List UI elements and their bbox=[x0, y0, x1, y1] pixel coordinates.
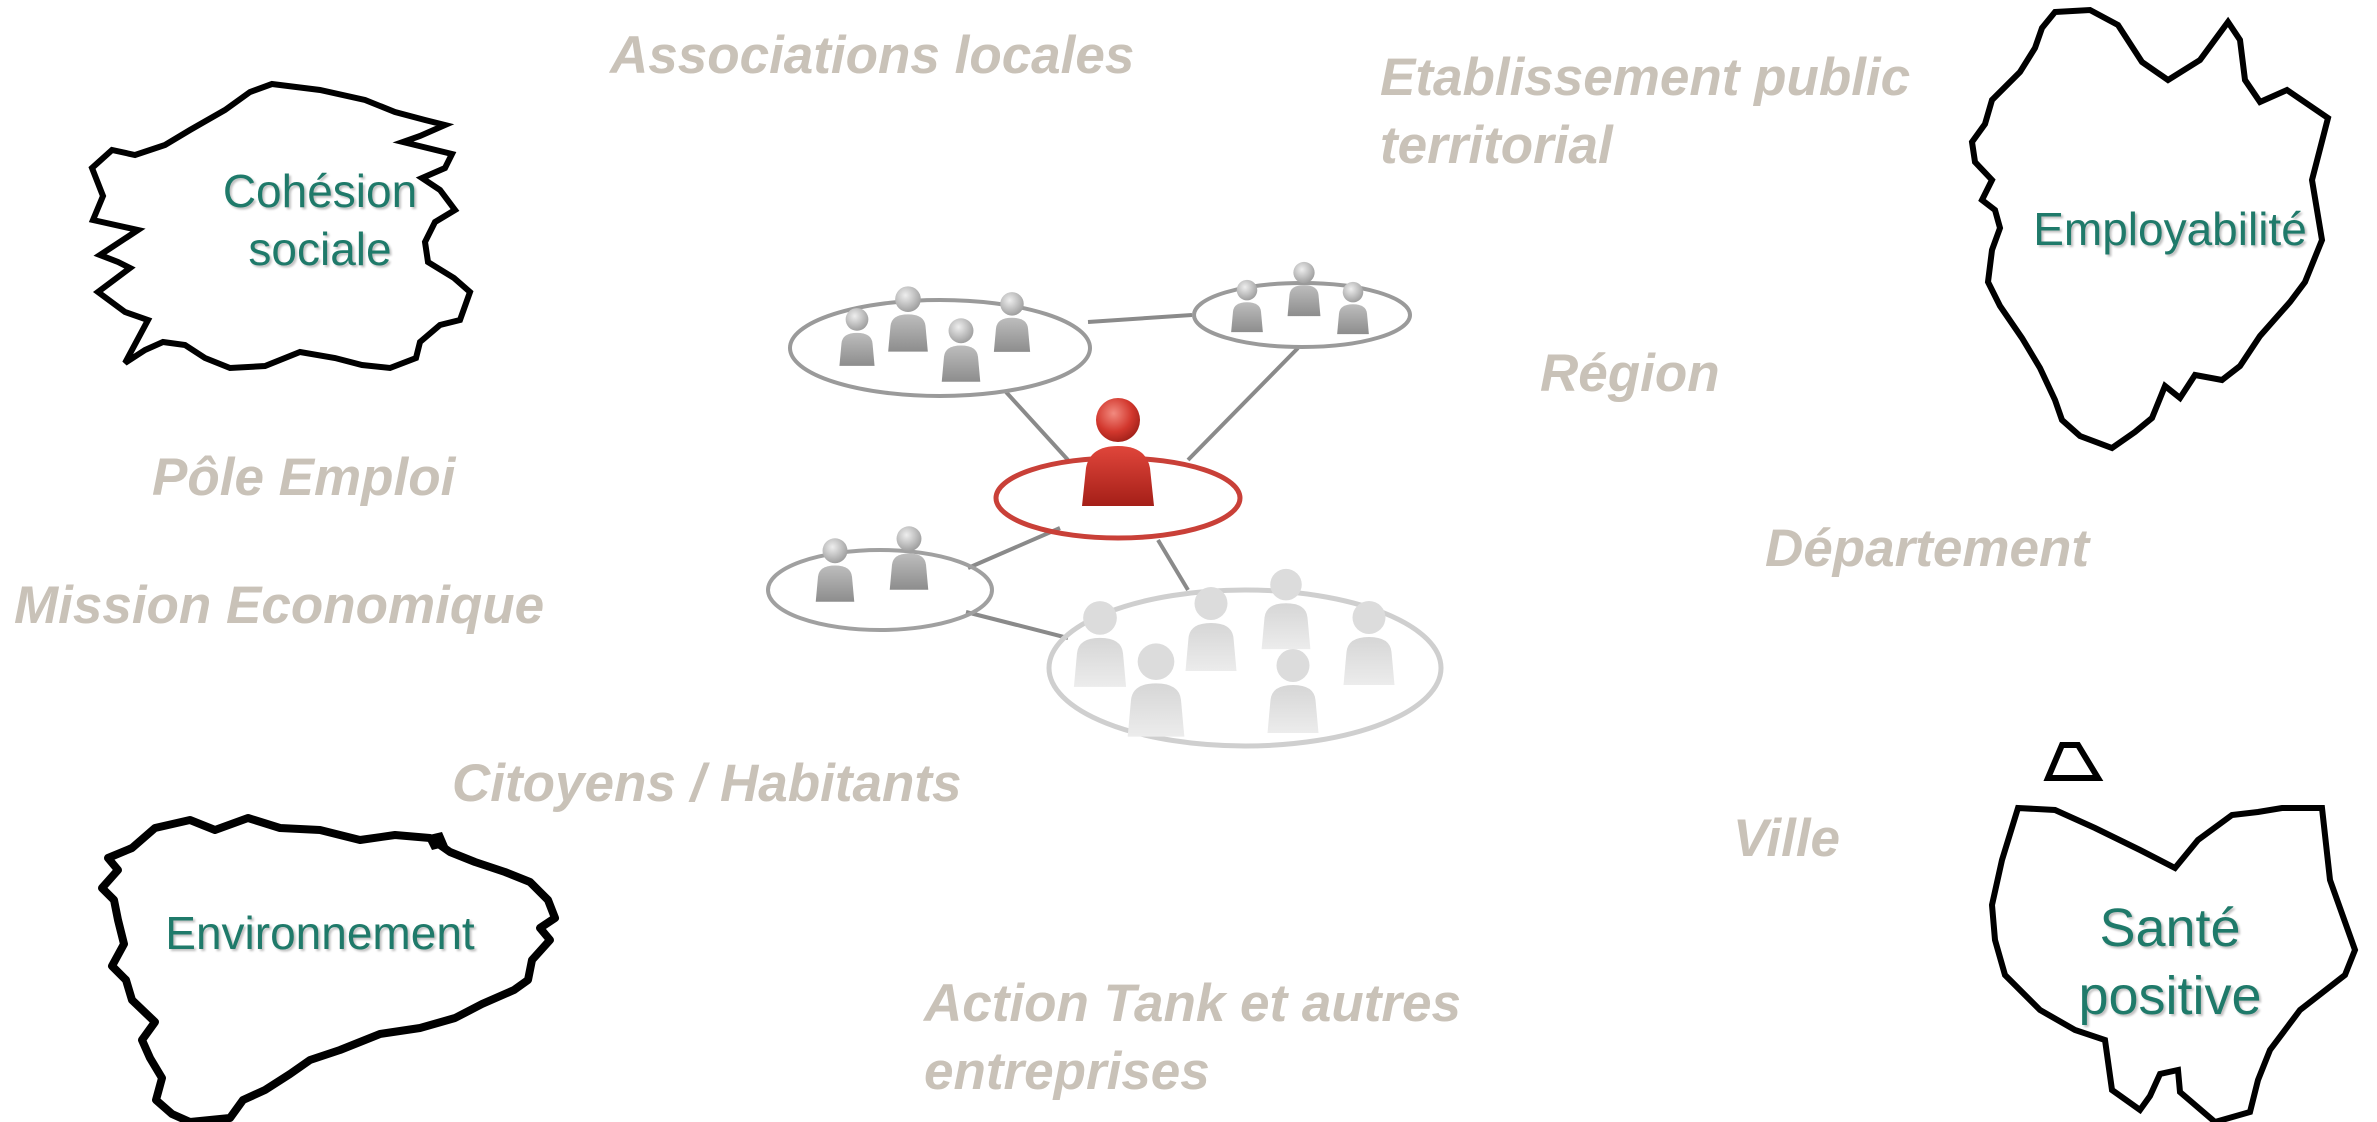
network-graphic bbox=[766, 261, 1444, 749]
person-icon bbox=[993, 292, 1031, 352]
environnement-blob-ink-spot bbox=[425, 832, 448, 850]
group-ellipse-bottom bbox=[1046, 587, 1444, 749]
cohesion-blob-outline bbox=[88, 80, 474, 372]
actor-mission-economique: Mission Economique bbox=[14, 576, 545, 635]
actor-etablissement-line2: territorial bbox=[1380, 116, 1613, 175]
person-icon bbox=[941, 318, 981, 382]
actor-departement: Département bbox=[1765, 519, 2089, 578]
actor-pole-emploi: Pôle Emploi bbox=[152, 448, 456, 507]
theme-cohesion-line2: sociale bbox=[248, 223, 392, 275]
person-icon bbox=[1287, 261, 1321, 317]
person-icon bbox=[889, 526, 929, 590]
network-link bbox=[1087, 313, 1193, 324]
sante-blob-outline bbox=[1988, 804, 2359, 1122]
person-icon bbox=[1185, 587, 1237, 671]
theme-sante-line2: positive bbox=[2078, 966, 2262, 1026]
theme-sante-line1: Santé bbox=[2099, 898, 2241, 958]
person-icon bbox=[1127, 643, 1185, 737]
actor-region: Région bbox=[1540, 344, 1720, 403]
network-link bbox=[1186, 346, 1300, 462]
person-icon bbox=[1261, 568, 1311, 650]
employabilite-blob-outline bbox=[1968, 6, 2332, 452]
network-link bbox=[1156, 538, 1190, 592]
network-link bbox=[967, 526, 1061, 570]
actor-action-tank-line1: Action Tank et autres bbox=[924, 974, 1461, 1033]
person-icon bbox=[1073, 601, 1127, 687]
person-icon bbox=[1267, 649, 1319, 733]
theme-sante-positive: Santé positive bbox=[2055, 894, 2285, 1030]
actor-associations-locales: Associations locales bbox=[610, 26, 1135, 85]
center-person-icon bbox=[1082, 398, 1154, 506]
group-ellipse-top-left bbox=[788, 298, 1092, 398]
network-link bbox=[1004, 390, 1070, 462]
person-icon bbox=[815, 538, 855, 602]
sante-blob-small-triangle bbox=[2043, 742, 2104, 781]
theme-cohesion-sociale: Cohésion sociale bbox=[200, 162, 440, 278]
environnement-blob-outline bbox=[98, 814, 559, 1122]
theme-employabilite: Employabilité bbox=[2033, 203, 2307, 255]
network-link bbox=[965, 610, 1069, 640]
actor-ville: Ville bbox=[1733, 809, 1841, 868]
actor-etablissement-line1: Etablissement public bbox=[1380, 48, 1911, 107]
theme-cohesion-line1: Cohésion bbox=[222, 165, 418, 217]
actor-citoyens-habitants: Citoyens / Habitants bbox=[452, 754, 962, 813]
theme-environnement: Environnement bbox=[165, 907, 475, 959]
actor-action-tank-line2: entreprises bbox=[924, 1042, 1210, 1101]
group-ellipse-left bbox=[766, 548, 994, 632]
person-icon bbox=[839, 308, 875, 366]
person-icon bbox=[888, 286, 928, 352]
